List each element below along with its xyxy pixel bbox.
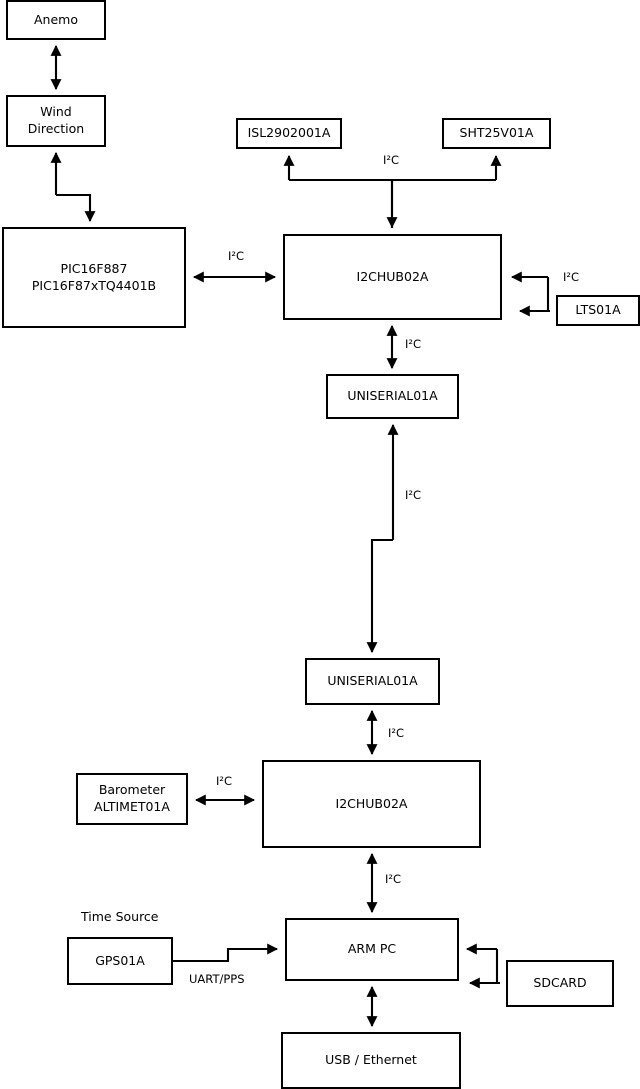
node-usb-ethernet[interactable]: USB / Ethernet [281,1032,461,1089]
edge-label-uniserial-lower-i2chub: I²C [388,726,405,740]
node-wind-direction-label: Wind Direction [27,104,85,136]
node-sdcard-label: SDCARD [533,975,587,991]
edge-gps-armpc [173,943,279,963]
edge-label-i2chub-armpc: I²C [385,872,402,886]
node-i2chub02a-top-label: I2CHUB02A [356,268,429,284]
edge-label-pic-i2chub: I²C [228,249,245,263]
node-pic-mcu-label: PIC16F887 PIC16F87xTQ4401B [31,260,157,293]
node-pic-mcu[interactable]: PIC16F887 PIC16F87xTQ4401B [2,227,186,328]
node-i2chub02a-bottom[interactable]: I2CHUB02A [262,760,481,848]
edge-hub-to-lts [546,277,550,313]
node-anemo-label: Anemo [34,11,78,27]
node-barometer-altimet01a[interactable]: Barometer ALTIMET01A [76,773,188,825]
node-anemo[interactable]: Anemo [6,0,106,40]
node-arm-pc[interactable]: ARM PC [285,918,459,981]
edge-arm-to-sdcard [495,949,499,985]
node-lts01a[interactable]: LTS01A [556,295,640,326]
edge-winddir-pic-down [56,193,96,223]
node-uniserial01a-upper[interactable]: UNISERIAL01A [326,374,459,419]
edge-label-uniserial-link: I²C [405,488,422,502]
node-uniserial01a-lower-label: UNISERIAL01A [327,673,418,689]
node-gps01a[interactable]: GPS01A [67,937,173,985]
label-time-source: Time Source [81,909,159,924]
node-wind-direction[interactable]: Wind Direction [6,95,106,147]
node-isl2902001a[interactable]: ISL2902001A [236,118,342,149]
node-uniserial01a-lower[interactable]: UNISERIAL01A [305,658,440,705]
node-i2chub02a-top[interactable]: I2CHUB02A [283,234,502,320]
node-uniserial01a-upper-label: UNISERIAL01A [347,388,438,404]
node-arm-pc-label: ARM PC [347,941,397,957]
node-i2chub02a-bottom-label: I2CHUB02A [335,795,408,811]
edge-label-gps-armpc: UART/PPS [189,972,245,986]
edge-label-barometer-i2chub: I²C [216,774,233,788]
node-sht25v01a-label: SHT25V01A [459,125,534,141]
edge-label-i2chub-uniserial-upper: I²C [405,337,422,351]
edge-label-i2chub-lts: I²C [563,270,580,284]
edge-label-i2chub-sensors: I²C [383,153,400,167]
node-barometer-altimet01a-label: Barometer ALTIMET01A [94,782,170,814]
node-usb-ethernet-label: USB / Ethernet [325,1052,417,1068]
node-sdcard[interactable]: SDCARD [506,960,614,1007]
node-isl2902001a-label: ISL2902001A [247,125,331,141]
node-sht25v01a[interactable]: SHT25V01A [442,118,551,149]
node-gps01a-label: GPS01A [95,952,145,968]
edge-uniserial-zig [366,538,393,654]
node-lts01a-label: LTS01A [575,302,621,318]
